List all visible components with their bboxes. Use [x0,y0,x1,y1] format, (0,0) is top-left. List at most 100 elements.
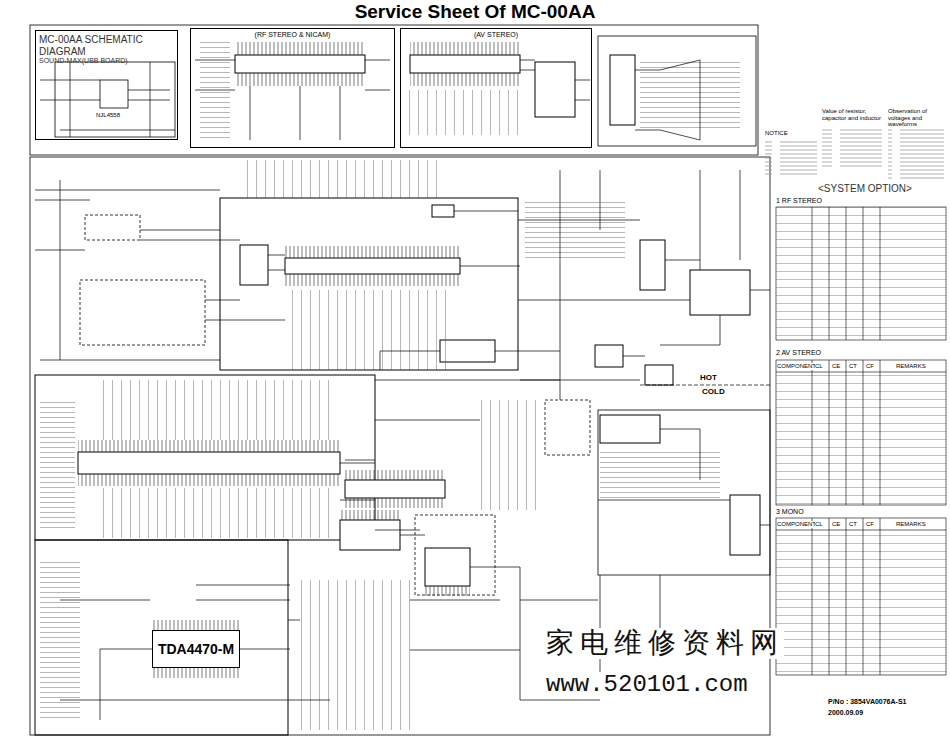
table-header: CL [815,363,823,370]
table-header: CL [815,521,823,528]
schematic-path [195,60,390,140]
schematic-path [812,207,880,340]
schematic-rect [598,410,770,575]
schematic-path [518,220,770,356]
document-number: P/No : 3854VA0076A-S1 [828,698,906,706]
board-box: (AV STEREO) [400,28,592,148]
schematic-path [60,585,290,720]
tables [776,207,946,675]
schematic-path [776,518,946,675]
schematic-rect [730,495,760,555]
wires [35,60,770,720]
schematic-rect [600,450,720,500]
table-header: REMARKS [896,363,926,370]
schematic-rect [235,42,365,55]
board-box: (RF STEREO & NICAM) [190,28,395,148]
zone-label: HOT [700,374,717,383]
table-header: CF [866,363,874,370]
schematic-rect [85,215,140,240]
option-table: 2 AV STEREO [776,349,950,505]
schematic-rect [285,274,460,286]
schematic-path [40,62,175,137]
schematic-rect [410,42,520,55]
box-heading: TDA4470-M [157,641,235,657]
schematic-rect [55,62,175,137]
schematic-rect [290,290,450,370]
schematic-rect [410,73,520,86]
schematic-rect [545,400,590,455]
box-heading: 1 RF STEREO [776,197,950,205]
schematic-rect [235,73,365,86]
option-table: 3 MONO [776,508,950,675]
schematic-rect [285,258,460,274]
box-heading: (RF STEREO & NICAM) [193,31,392,39]
schematic-path [268,211,560,370]
schematic-rect [152,620,240,630]
schematic-rect [645,365,673,385]
schematic-rect [776,530,946,675]
table-header: REMARKS [896,521,926,528]
schematic-rect [480,400,540,510]
schematic-rect [235,55,365,73]
schematic-rect [35,375,375,540]
schematic-rect [822,128,882,168]
schematic-path [635,60,700,140]
table-header: CE [832,363,840,370]
schematic-rect [240,160,440,198]
box-heading: 2 AV STEREO [776,349,950,357]
schematic-rect [765,140,817,176]
document-number: 2000.09.09 [828,709,863,717]
schematic-rect [345,498,445,508]
box-subtitle: SOUND-MAX(UBB BOARD) [39,57,174,65]
schematic-rect [220,198,518,370]
schematic-rect [40,400,75,530]
schematic-rect [285,246,460,258]
schematic-path [35,180,285,360]
box-heading: MC-00AA SCHEMATIC DIAGRAM [39,34,174,57]
board-box: MC-00AA SCHEMATIC DIAGRAMSOUND-MAX(UBB B… [35,30,178,140]
schematic-path [776,360,946,505]
schematic-rect [432,205,454,217]
schematic-rect [425,586,470,596]
schematic-rect [405,90,525,135]
schematic-rect [340,520,400,550]
schematic-path [520,170,740,400]
schematic-rect [415,515,495,595]
schematic-rect [152,668,240,678]
schematic-rect [300,580,410,730]
schematic-rect [888,128,944,180]
schematic-rect [78,474,340,486]
schematic-path [340,380,560,530]
wire-bundles [40,40,740,730]
schematic-rect [345,470,445,480]
note-heading: NOTICE [765,130,788,137]
schematic-rect [535,62,575,117]
schematic-rect [776,360,946,505]
schematic-rect [776,518,946,675]
table-header: CT [849,363,857,370]
schematic-rect [95,380,335,440]
schematic-rect [80,280,205,345]
schematic-rect [598,36,756,146]
schematic-rect [610,55,635,125]
schematic-path [520,60,590,100]
schematic-rect [425,548,470,586]
schematic-rect [345,480,445,498]
part-number: NJL4558 [96,112,120,119]
table-header: CE [832,521,840,528]
schematic-rect [410,55,520,73]
ic-box: TDA4470-M [152,630,240,668]
schematic-rect [78,440,340,452]
schematic-path [640,385,770,386]
schematic-rect [240,245,268,285]
schematic-path [340,429,770,700]
table-header: CF [866,521,874,528]
schematic-rect [100,80,128,108]
ic-bodies [78,55,760,586]
section-heading: <SYSTEM OPTION> [818,183,912,194]
schematic-rect [595,345,623,367]
schematic-rect [40,560,80,720]
schematic-rect [95,488,335,538]
sheet-title: Service Sheet Of MC-00AA [0,2,950,23]
